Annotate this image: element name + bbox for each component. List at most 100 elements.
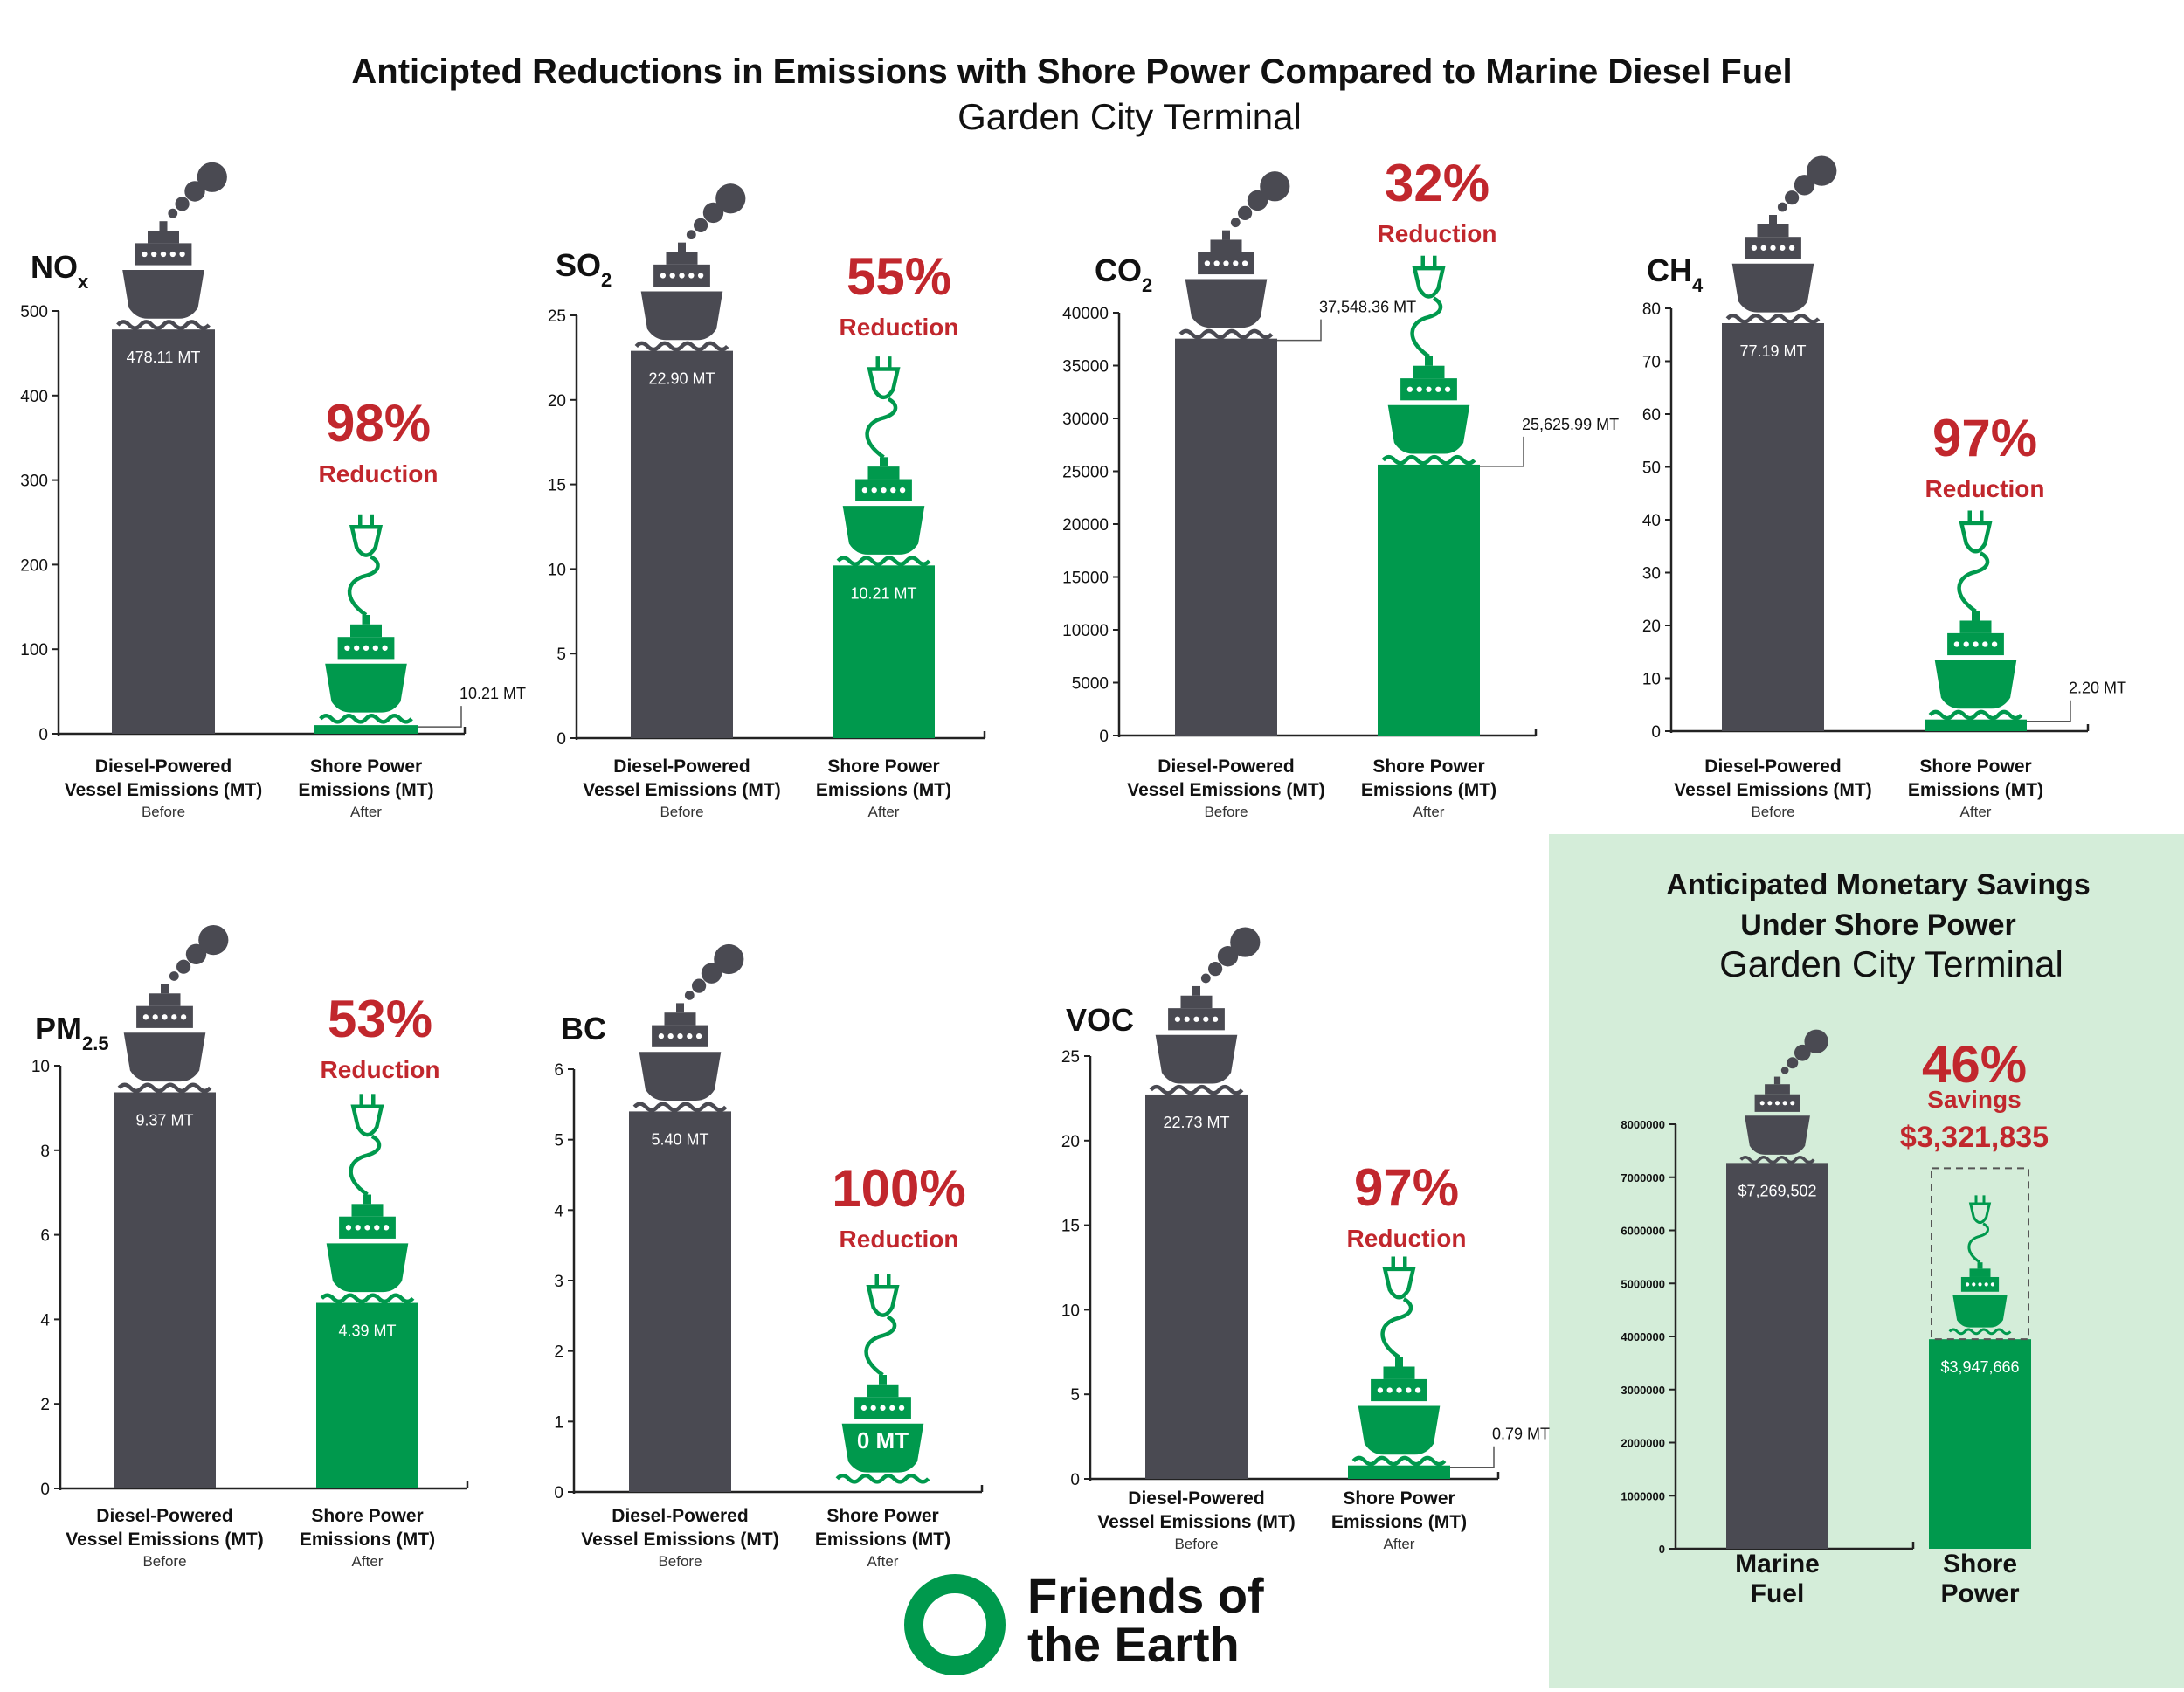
period-label: Before (660, 804, 703, 820)
reduction-label: Reduction (1378, 220, 1497, 247)
value-leader-line (418, 706, 462, 728)
category-label: Vessel Emissions (MT) (583, 780, 780, 800)
category-label: Emissions (MT) (1908, 780, 2043, 800)
category-label: Vessel Emissions (MT) (1674, 780, 1871, 800)
value-leader-line (1277, 319, 1322, 342)
value-label: 25,625.99 MT (1522, 416, 1619, 433)
y-tick-label: 8000000 (1621, 1118, 1665, 1131)
savings-title-line-2: Under Shore Power (1740, 908, 2016, 942)
category-label: Vessel Emissions (MT) (1097, 1512, 1295, 1532)
pollutant-formula: VOC (1066, 1002, 1134, 1038)
y-tick-label: 0 (556, 730, 566, 749)
chart-3: CO20500010000150002000025000300003500040… (1062, 154, 1619, 820)
reduction-percent: 100% (832, 1159, 965, 1218)
y-tick-label: 70 (1642, 354, 1661, 372)
category-label: Shore Power (311, 1506, 423, 1526)
category-label: Shore Power (1372, 756, 1484, 777)
y-tick-label: 25 (1061, 1048, 1080, 1067)
diesel-bar (631, 350, 733, 738)
pollutant-formula: PM (35, 1011, 82, 1046)
value-label: 22.90 MT (648, 370, 715, 388)
y-tick-label: 5 (554, 1132, 563, 1150)
reduction-label: Reduction (840, 314, 959, 341)
category-label: Shore Power (827, 756, 939, 777)
y-tick-label: 5000 (1072, 675, 1109, 694)
y-tick-label: 5000000 (1621, 1277, 1665, 1290)
diesel-bar (1145, 1094, 1248, 1479)
y-tick-label: 6 (554, 1061, 563, 1080)
y-tick-label: 6000000 (1621, 1225, 1665, 1238)
y-tick-label: 4 (40, 1311, 50, 1329)
y-tick-label: 10 (548, 561, 566, 579)
diesel-bar (1175, 338, 1277, 736)
y-tick-label: 10000 (1062, 622, 1109, 640)
y-tick-label: 0 (1659, 1543, 1665, 1556)
y-tick-label: 3000000 (1621, 1384, 1665, 1397)
category-label: Emissions (MT) (298, 780, 433, 800)
shore-power-bar (1348, 1465, 1450, 1479)
savings-panel-background (1549, 834, 2184, 1688)
pollutant-label: VOC (1066, 1002, 1134, 1038)
y-tick-label: 1 (554, 1413, 563, 1432)
electric-plug-ship-icon (836, 356, 931, 566)
diesel-bar (629, 1111, 731, 1492)
y-tick-label: 50 (1642, 459, 1661, 478)
y-tick-label: 6 (40, 1227, 50, 1246)
category-label: Emissions (MT) (816, 780, 951, 800)
shore-power-bar (316, 1302, 418, 1488)
page-title: Anticipted Reductions in Emissions with … (351, 52, 1792, 91)
y-tick-label: 20 (1061, 1133, 1080, 1151)
y-tick-label: 10 (1061, 1302, 1080, 1320)
pollutant-label: BC (561, 1011, 606, 1046)
pollutant-subscript: x (78, 271, 89, 293)
y-tick-label: 80 (1642, 300, 1661, 319)
steam-ship-with-smoke-icon (1739, 1029, 1828, 1164)
pollutant-subscript: 2 (1142, 274, 1152, 296)
y-tick-label: 15 (548, 477, 566, 495)
shore-power-bar (1925, 719, 2027, 731)
y-tick-label: 15000 (1062, 570, 1109, 588)
period-label: After (1960, 804, 1992, 820)
diesel-bar (1722, 323, 1824, 731)
logo-text-line-1: Friends of (1027, 1568, 1264, 1623)
y-tick-label: 7000000 (1621, 1171, 1665, 1184)
y-tick-label: 20 (548, 392, 566, 411)
pollutant-formula: SO (556, 247, 601, 283)
page-subtitle: Garden City Terminal (957, 96, 1302, 137)
pollutant-label: NOx (31, 249, 89, 293)
period-label: Before (142, 804, 185, 820)
reduction-percent: 97% (1932, 409, 2037, 467)
pollutant-subscript: 2.5 (82, 1032, 109, 1054)
y-tick-label: 1000000 (1621, 1489, 1665, 1502)
steam-ship-with-smoke-icon (1178, 171, 1290, 340)
y-tick-label: 2 (40, 1396, 50, 1414)
pollutant-label: SO2 (556, 247, 612, 291)
value-label: $7,269,502 (1738, 1182, 1816, 1199)
category-label: Diesel-Powered (96, 1506, 232, 1526)
value-label: 10.21 MT (850, 584, 916, 602)
y-tick-label: 40000 (1062, 305, 1109, 323)
savings-title-line-1: Anticipated Monetary Savings (1666, 868, 2091, 901)
y-tick-label: 0 (1651, 723, 1661, 742)
pollutant-formula: NO (31, 249, 78, 285)
value-label: $3,947,666 (1940, 1358, 2019, 1376)
steam-ship-with-smoke-icon (117, 924, 229, 1094)
shore-power-bar (1929, 1339, 2031, 1549)
steam-ship-with-smoke-icon (634, 183, 746, 352)
y-tick-label: 20000 (1062, 516, 1109, 535)
category-label: Fuel (1751, 1579, 1805, 1608)
category-label: Emissions (MT) (1361, 780, 1496, 800)
category-label: Emissions (MT) (815, 1530, 950, 1550)
period-label: After (352, 1553, 384, 1570)
pollutant-formula: CO (1095, 252, 1142, 288)
reduction-label: Reduction (1925, 475, 2045, 502)
y-tick-label: 300 (20, 473, 48, 491)
y-tick-label: 0 (554, 1484, 563, 1502)
y-tick-label: 40 (1642, 512, 1661, 530)
value-label: 9.37 MT (135, 1111, 193, 1129)
reduction-label: Reduction (840, 1226, 959, 1253)
